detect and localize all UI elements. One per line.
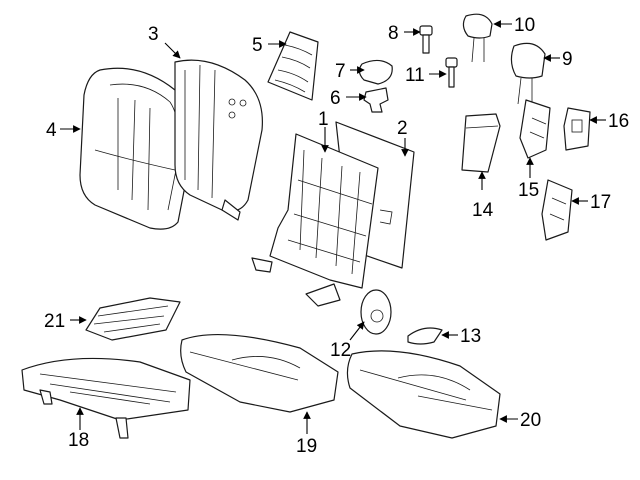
part-18-seat-frame [21,357,191,439]
part-11-pin [445,57,458,88]
part-9-headrest [510,42,546,105]
leader-lines [60,20,606,434]
callout-9: 9 [562,49,573,70]
callout-10: 10 [514,15,535,36]
callout-5: 5 [252,35,263,56]
part-15-trim [519,99,551,159]
part-5-mat [267,31,319,101]
callout-17: 17 [590,192,611,213]
callout-labels: 1 2 3 4 5 6 7 8 9 10 11 12 13 14 15 16 1… [44,15,629,457]
part-21-heat-mat [85,297,181,341]
callout-13: 13 [460,326,481,347]
callout-3: 3 [148,24,159,45]
callout-20: 20 [520,410,541,431]
part-13-cover [407,327,443,345]
callout-18: 18 [68,430,89,451]
part-20-seat-cushion [346,350,501,439]
callout-19: 19 [296,436,317,457]
callout-12: 12 [330,340,351,361]
callout-7: 7 [335,61,346,82]
leader-3 [164,42,181,59]
callout-11: 11 [405,65,425,86]
callout-21: 21 [44,311,65,332]
callout-1: 1 [318,109,329,130]
part-1-seatback-frame [251,133,379,307]
callout-15: 15 [518,180,539,201]
callout-2: 2 [397,118,408,139]
part-19-seat-cushion [180,333,339,413]
part-10-headrest [462,13,493,63]
part-12-recliner [360,289,392,335]
callout-8: 8 [388,23,399,44]
part-6-latch [363,87,389,113]
callout-14: 14 [472,200,494,221]
part-16-bracket [563,107,591,151]
leader-12 [349,321,365,341]
part-8-bolt [419,25,433,54]
part-14-pad [461,113,501,173]
callout-16: 16 [608,111,629,132]
callout-4: 4 [46,120,57,141]
part-3-seatback-pad [174,59,263,221]
callout-6: 6 [330,88,341,109]
part-7-cap [358,59,393,85]
part-17-trim [541,179,573,241]
part-4-seatback-cover [79,67,192,230]
